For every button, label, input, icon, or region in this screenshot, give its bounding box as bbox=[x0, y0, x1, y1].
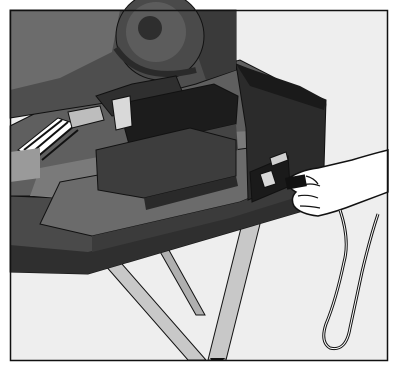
appliance-illustration bbox=[0, 0, 398, 371]
illustration-page bbox=[0, 0, 398, 371]
illustration-frame bbox=[0, 0, 398, 371]
